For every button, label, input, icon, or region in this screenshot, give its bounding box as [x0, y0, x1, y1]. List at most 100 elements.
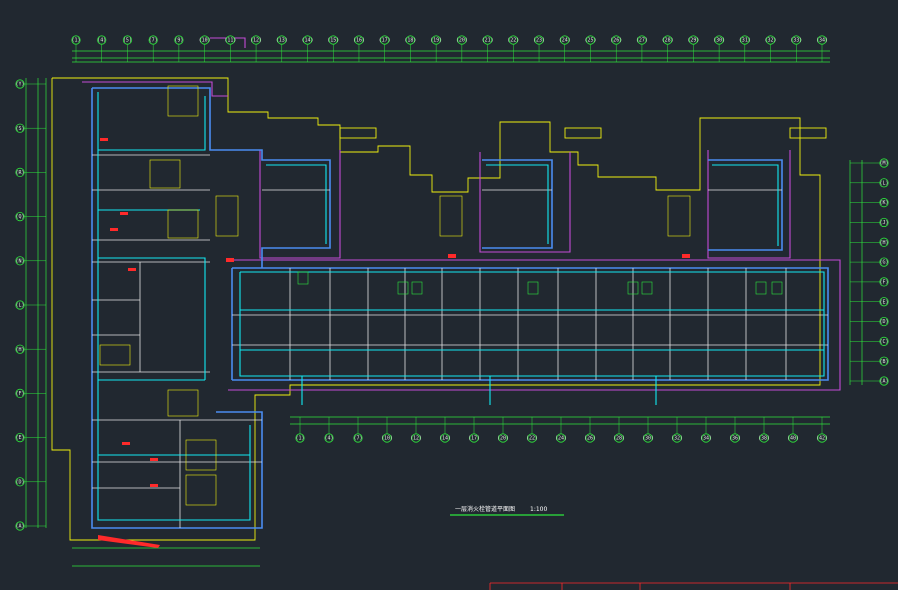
top-axis-label-circle — [225, 35, 235, 45]
bottom-axis-label: (22) — [526, 436, 538, 442]
drawing-scale: 1:100 — [530, 506, 547, 513]
top-axis-label: (12) — [250, 38, 262, 44]
left-axis-label-circle — [15, 256, 25, 266]
right-axis-label: (J) — [879, 220, 888, 226]
right-axis-label-circle — [879, 178, 889, 188]
bottom-axis-label: (42) — [816, 436, 828, 442]
right-axis-label-circle — [879, 316, 889, 327]
top-axis-label-circle — [328, 35, 338, 45]
top-axis-label: (15) — [327, 38, 339, 44]
bottom-axis-label: (10) — [381, 436, 393, 442]
hydrant-markers — [98, 138, 690, 548]
top-axis-label-circle — [765, 35, 776, 45]
top-axis-label-circle — [663, 35, 673, 45]
top-dimension-lines — [72, 50, 830, 63]
axis-bubble-layer: (1)(4)(5)(7)(9)(10)(11)(12)(13)(14)(15)(… — [15, 35, 889, 531]
left-axis-label-circle — [15, 388, 25, 398]
top-axis-label: (30) — [713, 38, 725, 44]
bottom-axis-label-circle — [817, 433, 827, 443]
top-axis-label: (20) — [456, 38, 468, 44]
top-axis-label-circle — [174, 35, 184, 45]
right-axis-label: (K) — [879, 200, 888, 206]
top-axis-label: (32) — [765, 38, 777, 44]
bottom-axis-label-circle — [643, 433, 653, 443]
right-axis-label: (F) — [879, 280, 888, 286]
right-axis-label-circle — [879, 376, 889, 386]
bottom-axis-label-circle — [672, 433, 682, 443]
top-axis-label: (27) — [636, 38, 648, 44]
top-axis-label: (33) — [790, 38, 802, 44]
exterior-walls — [91, 87, 829, 529]
top-axis-label: (5) — [123, 38, 132, 44]
top-axis-label-circle — [611, 35, 621, 45]
bottom-axis-label: (24) — [555, 436, 567, 442]
bottom-axis-label: (26) — [584, 436, 596, 442]
top-axis-label-circle — [585, 35, 596, 45]
top-axis-label-circle — [71, 35, 81, 45]
bottom-axis-label: (38) — [758, 436, 770, 442]
top-axis-label: (18) — [404, 38, 416, 44]
top-axis-label-circle — [740, 35, 750, 45]
bottom-axis-label-circle — [788, 433, 798, 443]
bottom-axis-label-circle — [411, 433, 421, 443]
right-axis-label: (D) — [879, 319, 888, 325]
bottom-dimension-lines — [72, 416, 830, 567]
top-axis-label: (9) — [174, 38, 183, 44]
top-axis-label: (16) — [353, 38, 365, 44]
top-axis-label-circle — [97, 35, 107, 45]
bottom-axis-label-circle — [295, 433, 305, 443]
left-axis-label: (E) — [15, 435, 24, 441]
right-axis-label-circle — [879, 217, 889, 228]
left-axis-label-circle — [15, 432, 25, 443]
bottom-axis-label-circle — [353, 433, 363, 443]
top-axis-label: (22) — [507, 38, 519, 44]
top-axis-label: (11) — [224, 38, 236, 44]
bottom-axis-label: (4) — [324, 436, 333, 442]
right-axis-label-circle — [879, 237, 889, 247]
bottom-axis-label-circle — [498, 433, 508, 443]
top-axis-label: (13) — [276, 38, 288, 44]
right-axis-label-circle — [879, 336, 889, 346]
bottom-axis-label: (36) — [729, 436, 741, 442]
left-axis-label-circle — [15, 212, 25, 222]
top-axis-label-circle — [380, 35, 390, 45]
bottom-axis-label-circle — [324, 433, 334, 443]
bottom-axis-label-circle — [469, 433, 479, 443]
left-axis-label: (L) — [15, 303, 24, 309]
top-axis-label-circle — [534, 35, 544, 45]
left-axis-label-circle — [15, 79, 25, 89]
title-block-strip — [489, 582, 898, 590]
bottom-axis-label-circle — [440, 433, 450, 443]
bottom-axis-label: (32) — [671, 436, 683, 442]
left-axis-label-circle — [15, 521, 25, 531]
bottom-axis-label: (17) — [468, 436, 480, 442]
top-axis-label: (17) — [379, 38, 391, 44]
stair-treads — [99, 85, 691, 506]
left-axis-label: (R) — [15, 170, 24, 176]
left-axis-label: (A) — [15, 524, 24, 530]
top-axis-label-circle — [688, 35, 698, 45]
top-axis-label: (25) — [584, 38, 596, 44]
bottom-axis-label-circle — [730, 433, 740, 443]
bottom-axis-label-circle — [585, 433, 595, 443]
left-axis-label-circle — [15, 300, 25, 310]
right-axis-label: (L) — [879, 180, 888, 186]
bottom-axis-label: (12) — [410, 436, 422, 442]
right-axis-label: (C) — [879, 339, 888, 345]
left-axis-label: (Q) — [15, 214, 24, 220]
top-axis-label-circle — [431, 35, 441, 45]
bottom-axis-label-circle — [527, 433, 537, 443]
bottom-axis-label: (7) — [353, 436, 362, 442]
top-axis-label-circle — [122, 35, 133, 45]
left-axis-label-circle — [15, 344, 25, 354]
left-axis-label: (S) — [15, 126, 24, 132]
top-axis-label: (21) — [482, 38, 494, 44]
left-axis-label: (N) — [15, 258, 24, 264]
right-axis-label: (G) — [879, 260, 888, 266]
left-axis-label-circle — [15, 123, 25, 133]
right-axis-label: (B) — [879, 359, 888, 365]
bottom-axis-label-circle — [759, 433, 769, 443]
bottom-axis-label: (40) — [787, 436, 799, 442]
